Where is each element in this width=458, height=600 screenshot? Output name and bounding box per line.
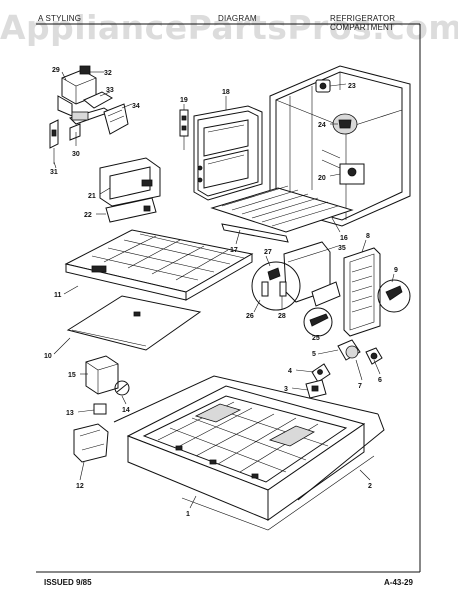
control-assembly [49, 65, 129, 164]
callout-23: 23 [348, 83, 356, 90]
callout-22: 22 [84, 212, 92, 219]
page-code: A-43-29 [384, 578, 413, 587]
callout-9: 9 [394, 267, 398, 274]
crisper-shelf [64, 229, 254, 301]
crisper-cover [99, 157, 161, 223]
callout-13: 13 [66, 410, 74, 417]
callout-7: 7 [358, 383, 362, 390]
callout-24: 24 [318, 122, 326, 129]
control-panel [343, 247, 411, 337]
callout-19: 19 [180, 97, 188, 104]
gasket-rail [113, 375, 385, 501]
door-frame [193, 105, 263, 201]
callout-8: 8 [366, 233, 370, 240]
callout-27: 27 [264, 249, 272, 256]
callout-1: 1 [186, 511, 190, 518]
callout-32: 32 [104, 70, 112, 77]
callout-26: 26 [246, 313, 254, 320]
callout-5: 5 [312, 351, 316, 358]
small-parts [73, 355, 130, 463]
callout-25: 25 [312, 335, 320, 342]
callout-30: 30 [72, 151, 80, 158]
air-duct [251, 241, 341, 337]
callout-10: 10 [44, 353, 52, 360]
callout-18: 18 [222, 89, 230, 96]
callout-34: 34 [132, 103, 140, 110]
callout-29: 29 [52, 67, 60, 74]
callout-17: 17 [230, 247, 238, 254]
callout-4: 4 [288, 368, 292, 375]
glass-shelf [66, 295, 202, 351]
callout-11: 11 [54, 292, 62, 299]
wire-shelf [210, 185, 354, 243]
header-styling: A STYLING [38, 14, 82, 23]
header-diagram: DIAGRAM [218, 14, 257, 23]
callout-28: 28 [278, 313, 286, 320]
header-compartment: REFRIGERATOR COMPARTMENT [330, 14, 396, 32]
callout-14: 14 [122, 407, 130, 414]
callout-12: 12 [76, 483, 84, 490]
callout-6: 6 [378, 377, 382, 384]
callout-labels: 29 32 33 34 30 31 19 18 23 24 20 21 22 1… [44, 67, 398, 518]
callout-2: 2 [368, 483, 372, 490]
callout-3: 3 [284, 386, 288, 393]
fan-assembly [305, 339, 383, 399]
callout-20: 20 [318, 175, 326, 182]
leader-lines [53, 71, 395, 509]
issued-date: ISSUED 9/85 [44, 578, 92, 587]
callout-33: 33 [106, 87, 114, 94]
hinge-parts [179, 109, 189, 150]
callout-35: 35 [338, 245, 346, 252]
callout-16: 16 [340, 235, 348, 242]
base-tray [126, 385, 375, 531]
callout-15: 15 [68, 372, 76, 379]
callout-31: 31 [50, 169, 58, 176]
callout-21: 21 [88, 193, 96, 200]
compartment-liner [269, 65, 411, 227]
